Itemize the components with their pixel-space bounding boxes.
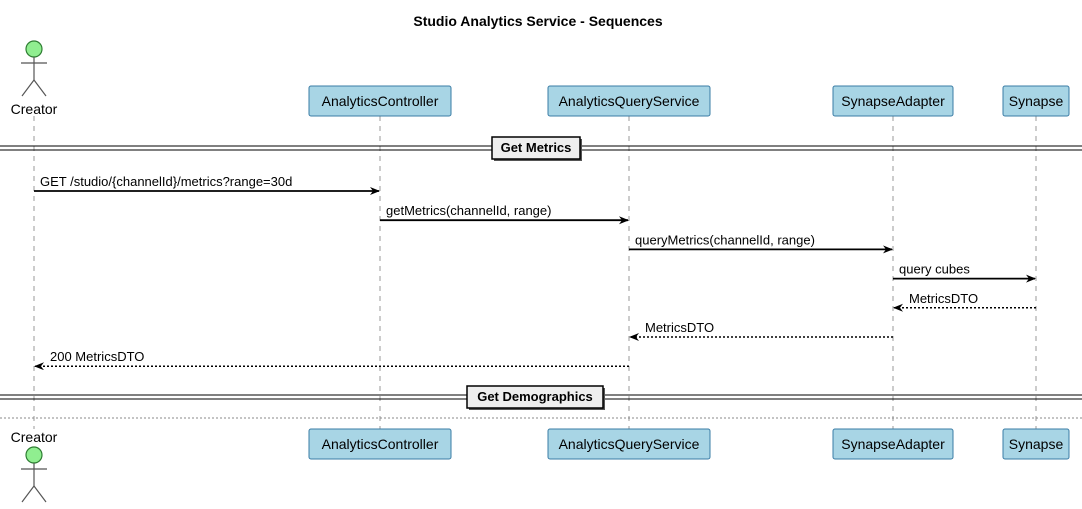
participant-adapter-top: SynapseAdapter (832, 85, 954, 117)
participant-box (832, 428, 954, 460)
message-label: queryMetrics(channelId, range) (635, 232, 815, 247)
diagram-title: Studio Analytics Service - Sequences (413, 13, 662, 29)
participant-creator-top: Creator (11, 40, 58, 117)
message-arrow: getMetrics(channelId, range) (380, 203, 629, 225)
message-arrow: MetricsDTO (893, 291, 1036, 312)
participant-label: AnalyticsController (322, 93, 439, 109)
participant-label: AnalyticsController (322, 436, 439, 452)
actor-figure (21, 446, 47, 503)
message-label: query cubes (899, 262, 970, 277)
message-label: GET /studio/{channelId}/metrics?range=30… (40, 174, 292, 189)
participant-label: Creator (11, 101, 58, 117)
message-label: getMetrics(channelId, range) (386, 203, 551, 218)
section-label: Get Demographics (477, 389, 593, 404)
participant-queryservice-top: AnalyticsQueryService (547, 85, 711, 117)
section-label: Get Metrics (501, 140, 572, 155)
message-arrow: GET /studio/{channelId}/metrics?range=30… (34, 174, 380, 195)
participant-creator-bottom: Creator (11, 429, 58, 503)
participant-synapse-bottom: Synapse (1002, 428, 1070, 460)
message-arrow: MetricsDTO (629, 320, 893, 341)
actor-figure (21, 40, 47, 97)
participant-box (547, 428, 711, 460)
participant-synapse-top: Synapse (1002, 85, 1070, 117)
participant-box (1002, 428, 1070, 460)
participant-label: AnalyticsQueryService (559, 93, 700, 109)
message-arrow: 200 MetricsDTO (34, 349, 629, 371)
participant-label: Creator (11, 429, 58, 445)
participant-queryservice-bottom: AnalyticsQueryService (547, 428, 711, 460)
message-label: MetricsDTO (909, 291, 978, 306)
participant-label: Synapse (1009, 93, 1064, 109)
participant-box (547, 85, 711, 117)
participant-label: Synapse (1009, 436, 1064, 452)
participant-adapter-bottom: SynapseAdapter (832, 428, 954, 460)
participant-controller-top: AnalyticsController (308, 85, 452, 117)
participant-box (308, 85, 452, 117)
message-arrow: query cubes (893, 262, 1036, 283)
participant-label: SynapseAdapter (841, 93, 945, 109)
participant-label: SynapseAdapter (841, 436, 945, 452)
message-arrow: queryMetrics(channelId, range) (629, 232, 893, 254)
section-divider: Get Demographics (0, 385, 1082, 410)
message-label: 200 MetricsDTO (50, 349, 144, 364)
participant-box (832, 85, 954, 117)
participant-box (1002, 85, 1070, 117)
message-label: MetricsDTO (645, 320, 714, 335)
section-divider: Get Metrics (0, 136, 1082, 161)
participant-box (308, 428, 452, 460)
participant-label: AnalyticsQueryService (559, 436, 700, 452)
participant-controller-bottom: AnalyticsController (308, 428, 452, 460)
